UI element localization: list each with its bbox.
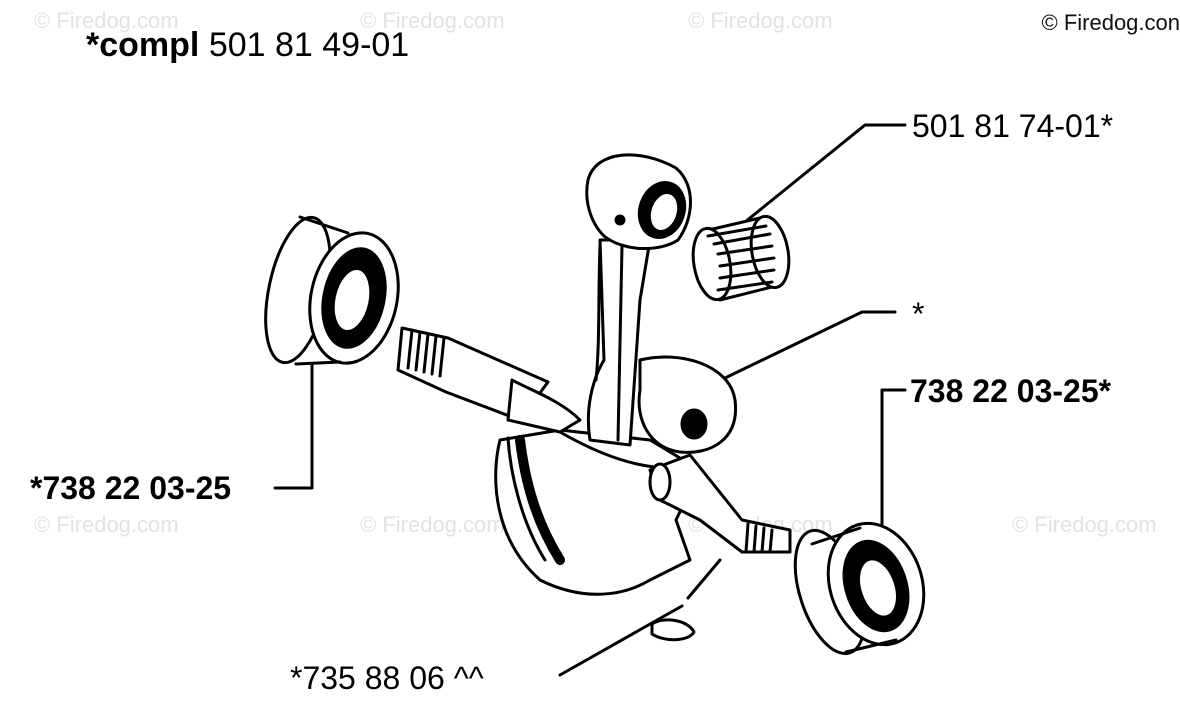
woodruff-key <box>650 618 696 642</box>
leader-woodruff-key <box>558 558 722 677</box>
watermark-text: © Firedog.com <box>360 8 505 33</box>
right-shaft <box>648 453 792 554</box>
left-ball-bearing <box>264 215 400 366</box>
assembly-prefix: *compl <box>86 26 200 64</box>
watermark-corner: © Firedog.con <box>1041 10 1180 35</box>
leader-conrod <box>723 310 897 380</box>
leader-right-bearing <box>880 388 907 534</box>
label-woodruff-key: *735 88 06 ^^ <box>290 660 484 696</box>
label-right-bearing: 738 22 03-25* <box>910 373 1112 409</box>
watermark-text: © Firedog.com <box>34 512 179 537</box>
right-ball-bearing <box>793 521 926 656</box>
watermark-text: © Firedog.com <box>688 8 833 33</box>
label-needle-bearing: 501 81 74-01* <box>912 108 1114 144</box>
assembly-title: *compl 501 81 49-01 <box>86 28 409 62</box>
leader-left-bearing <box>273 350 314 490</box>
label-left-bearing: *738 22 03-25 <box>30 470 232 506</box>
connecting-rod <box>585 153 738 454</box>
needle-bearing <box>691 214 791 302</box>
assembly-part-number: 501 81 49-01 <box>208 26 410 64</box>
watermark-text: © Firedog.com <box>34 8 179 33</box>
watermark-text: © Firedog.com <box>1012 512 1157 537</box>
label-conrod: * <box>912 296 925 332</box>
leader-needle-bearing <box>743 123 907 224</box>
watermark-text: © Firedog.com <box>360 512 505 537</box>
